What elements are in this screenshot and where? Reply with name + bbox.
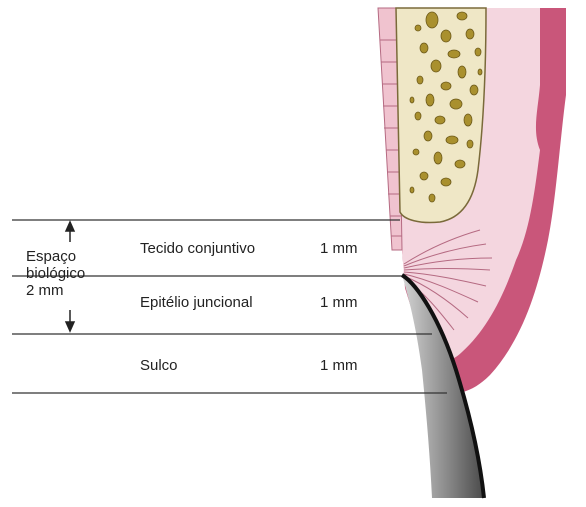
- biologic-width-label-line1: Espaço: [26, 248, 76, 265]
- zone-value-junctional-epithelium: 1 mm: [320, 294, 358, 311]
- zone-label-junctional-epithelium: Epitélio juncional: [140, 294, 253, 311]
- biologic-width-value: 2 mm: [26, 282, 64, 299]
- biologic-width-label-line2: biológico: [26, 265, 85, 282]
- zone-value-connective-tissue: 1 mm: [320, 240, 358, 257]
- zone-value-sulcus: 1 mm: [320, 357, 358, 374]
- zone-label-sulcus: Sulco: [140, 357, 178, 374]
- zone-label-connective-tissue: Tecido conjuntivo: [140, 240, 255, 257]
- alveolar-bone: [396, 8, 486, 223]
